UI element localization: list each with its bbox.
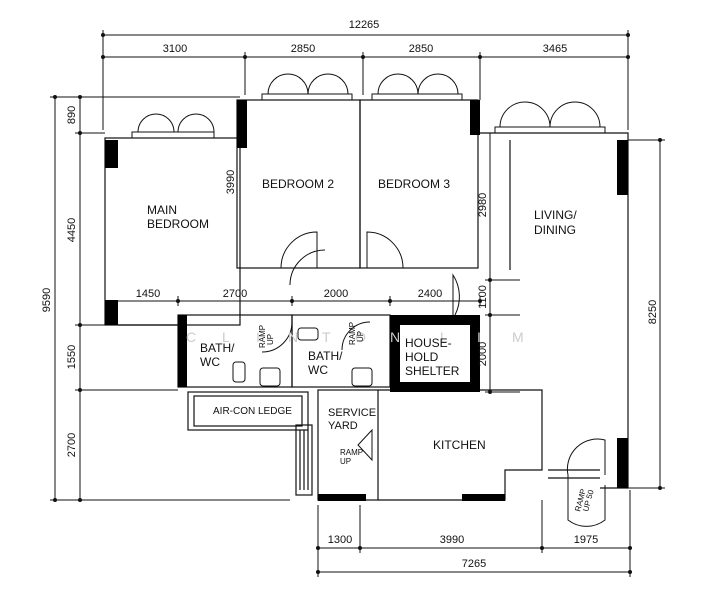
svg-text:UP: UP <box>266 334 275 345</box>
svg-text:WC: WC <box>200 355 220 369</box>
bath-1-label: BATH/ <box>200 341 235 355</box>
svg-text:I: I <box>256 329 260 345</box>
living-dining-label: LIVING/ <box>534 208 577 222</box>
svg-text:2700: 2700 <box>223 288 247 300</box>
svg-text:UP: UP <box>340 457 351 466</box>
svg-text:L: L <box>440 329 448 345</box>
svg-text:890: 890 <box>66 106 78 124</box>
room-labels: MAIN BEDROOM BEDROOM 2 BEDROOM 3 LIVING/… <box>147 177 577 452</box>
svg-text:2850: 2850 <box>291 43 315 55</box>
svg-text:N: N <box>288 329 298 345</box>
svg-text:DINING: DINING <box>534 223 576 237</box>
svg-text:1550: 1550 <box>66 345 78 369</box>
svg-text:UP: UP <box>356 331 365 342</box>
svg-text:2000: 2000 <box>477 342 489 366</box>
bedroom-2-label: BEDROOM 2 <box>262 177 334 191</box>
svg-text:C: C <box>186 329 196 345</box>
svg-text:2400: 2400 <box>418 288 442 300</box>
ramp-labels: RAMP UP RAMP UP RAMP UP RAMP UP 50 <box>258 322 596 513</box>
svg-text:9590: 9590 <box>41 288 53 312</box>
svg-text:2000: 2000 <box>324 288 348 300</box>
svg-text:BEDROOM: BEDROOM <box>147 217 209 231</box>
svg-text:M: M <box>512 329 524 345</box>
svg-text:RAMP: RAMP <box>340 448 363 457</box>
svg-text:7265: 7265 <box>462 558 486 570</box>
service-yard-label: SERVICE <box>328 407 376 419</box>
svg-text:RAMP: RAMP <box>348 322 357 345</box>
svg-text:RAMP: RAMP <box>258 325 267 348</box>
svg-text:4450: 4450 <box>66 218 78 242</box>
svg-text:2850: 2850 <box>409 43 433 55</box>
household-shelter-label: HOUSE- <box>405 336 452 350</box>
svg-text:I: I <box>477 329 481 345</box>
svg-text:3990: 3990 <box>440 534 464 546</box>
svg-text:SHELTER: SHELTER <box>405 364 460 378</box>
bath-2-label: BATH/ <box>308 349 343 363</box>
doors <box>261 231 606 527</box>
walls-solid <box>105 100 628 501</box>
svg-text:L: L <box>222 329 230 345</box>
aircon-ledge-label: AIR-CON LEDGE <box>213 406 292 417</box>
svg-text:1975: 1975 <box>574 534 598 546</box>
svg-text:3100: 3100 <box>163 43 187 55</box>
svg-text:O: O <box>355 329 366 345</box>
svg-text:8250: 8250 <box>647 300 659 324</box>
bedroom-3-label: BEDROOM 3 <box>378 177 450 191</box>
dimension-ticks <box>53 33 662 574</box>
main-bedroom-label: MAIN <box>147 203 177 217</box>
svg-text:3990: 3990 <box>225 170 237 194</box>
svg-text:1450: 1450 <box>136 288 160 300</box>
svg-text:N: N <box>390 329 400 345</box>
overall-width-label: 12265 <box>349 19 380 31</box>
windows <box>131 73 606 139</box>
svg-text:3465: 3465 <box>543 43 567 55</box>
svg-text:YARD: YARD <box>328 420 358 432</box>
svg-text:WC: WC <box>308 363 328 377</box>
svg-text:HOLD: HOLD <box>405 350 439 364</box>
watermark: C L I N T O N L I M <box>186 329 524 345</box>
dimension-labels: 12265 3100 2850 2850 3465 9590 890 4450 … <box>41 19 659 570</box>
svg-text:2700: 2700 <box>66 433 78 457</box>
kitchen-label: KITCHEN <box>433 438 486 452</box>
svg-text:2980: 2980 <box>477 193 489 217</box>
svg-text:T: T <box>322 329 331 345</box>
walls-thin <box>104 99 629 501</box>
svg-text:1100: 1100 <box>477 285 489 309</box>
fixtures <box>232 327 373 387</box>
svg-text:1300: 1300 <box>328 534 352 546</box>
